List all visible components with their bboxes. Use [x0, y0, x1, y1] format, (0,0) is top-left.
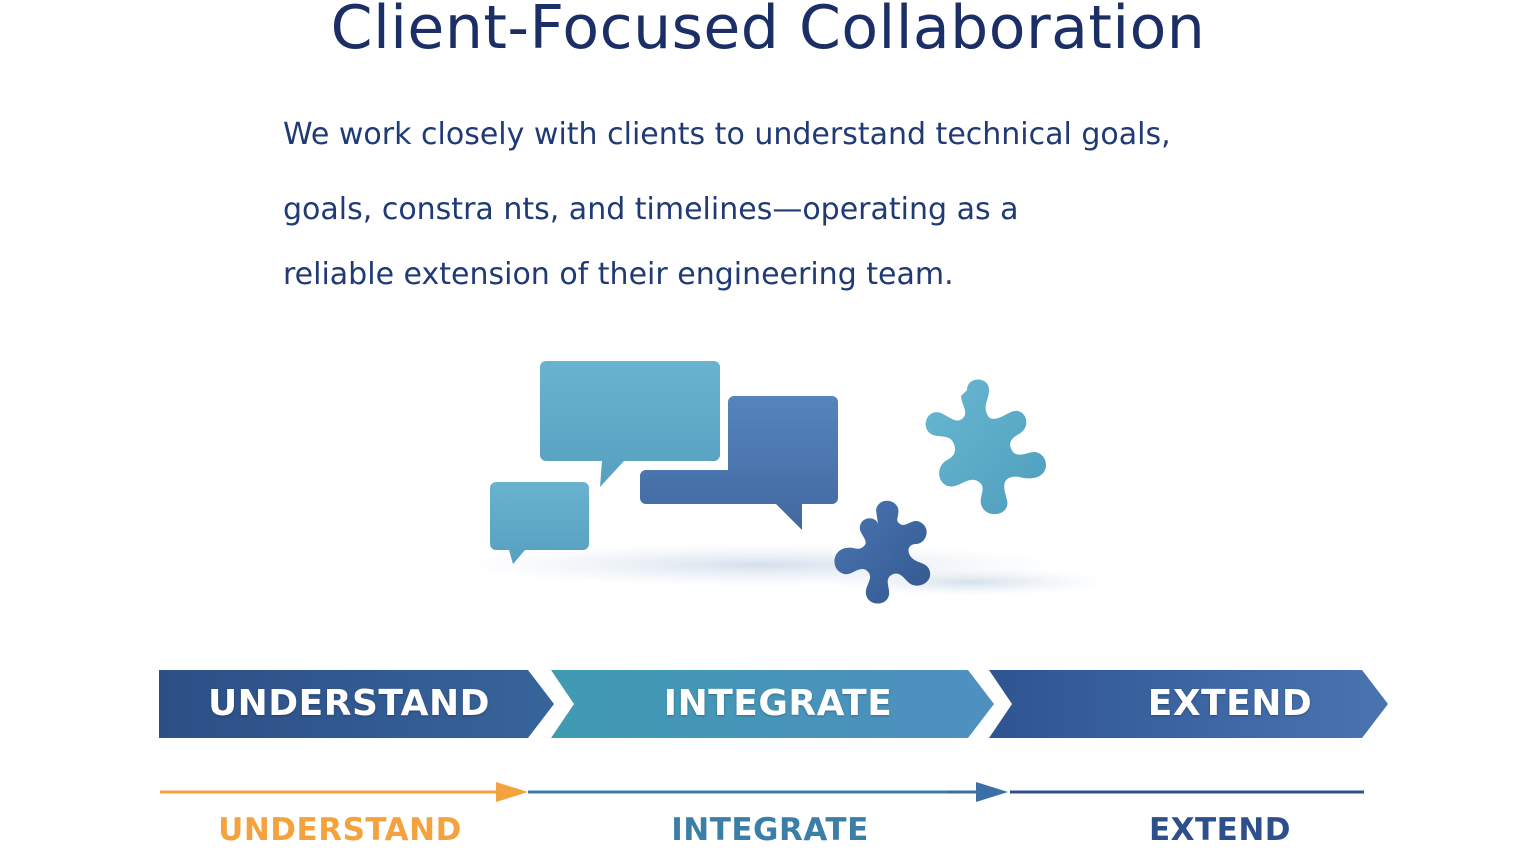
chevron-integrate	[551, 670, 994, 738]
timeline-label-integrate: INTEGRATE	[671, 812, 869, 848]
puzzle-pieces-icon	[834, 379, 1046, 604]
timeline-arrows	[160, 782, 1364, 802]
intro-line-2: goals, constra nts, and timelines—operat…	[283, 192, 1019, 227]
chevron-extend	[989, 670, 1388, 738]
collaboration-illustration	[450, 361, 1110, 604]
chevron-understand	[159, 670, 554, 738]
process-chevrons	[159, 670, 1388, 738]
chevron-label-integrate: INTEGRATE	[663, 683, 893, 724]
chevron-label-extend: EXTEND	[1147, 683, 1313, 724]
intro-line-3: reliable extension of their engineering …	[283, 257, 954, 292]
intro-line-1: We work closely with clients to understa…	[283, 117, 1171, 152]
arrow-right-icon	[496, 782, 528, 802]
timeline-label-extend: EXTEND	[1148, 812, 1292, 848]
speech-bubbles-icon	[490, 361, 838, 564]
chevron-label-understand: UNDERSTAND	[207, 683, 491, 724]
arrow-right-icon	[976, 782, 1008, 802]
page-title: Client-Focused Collaboration	[330, 0, 1206, 63]
timeline-label-understand: UNDERSTAND	[218, 812, 462, 848]
